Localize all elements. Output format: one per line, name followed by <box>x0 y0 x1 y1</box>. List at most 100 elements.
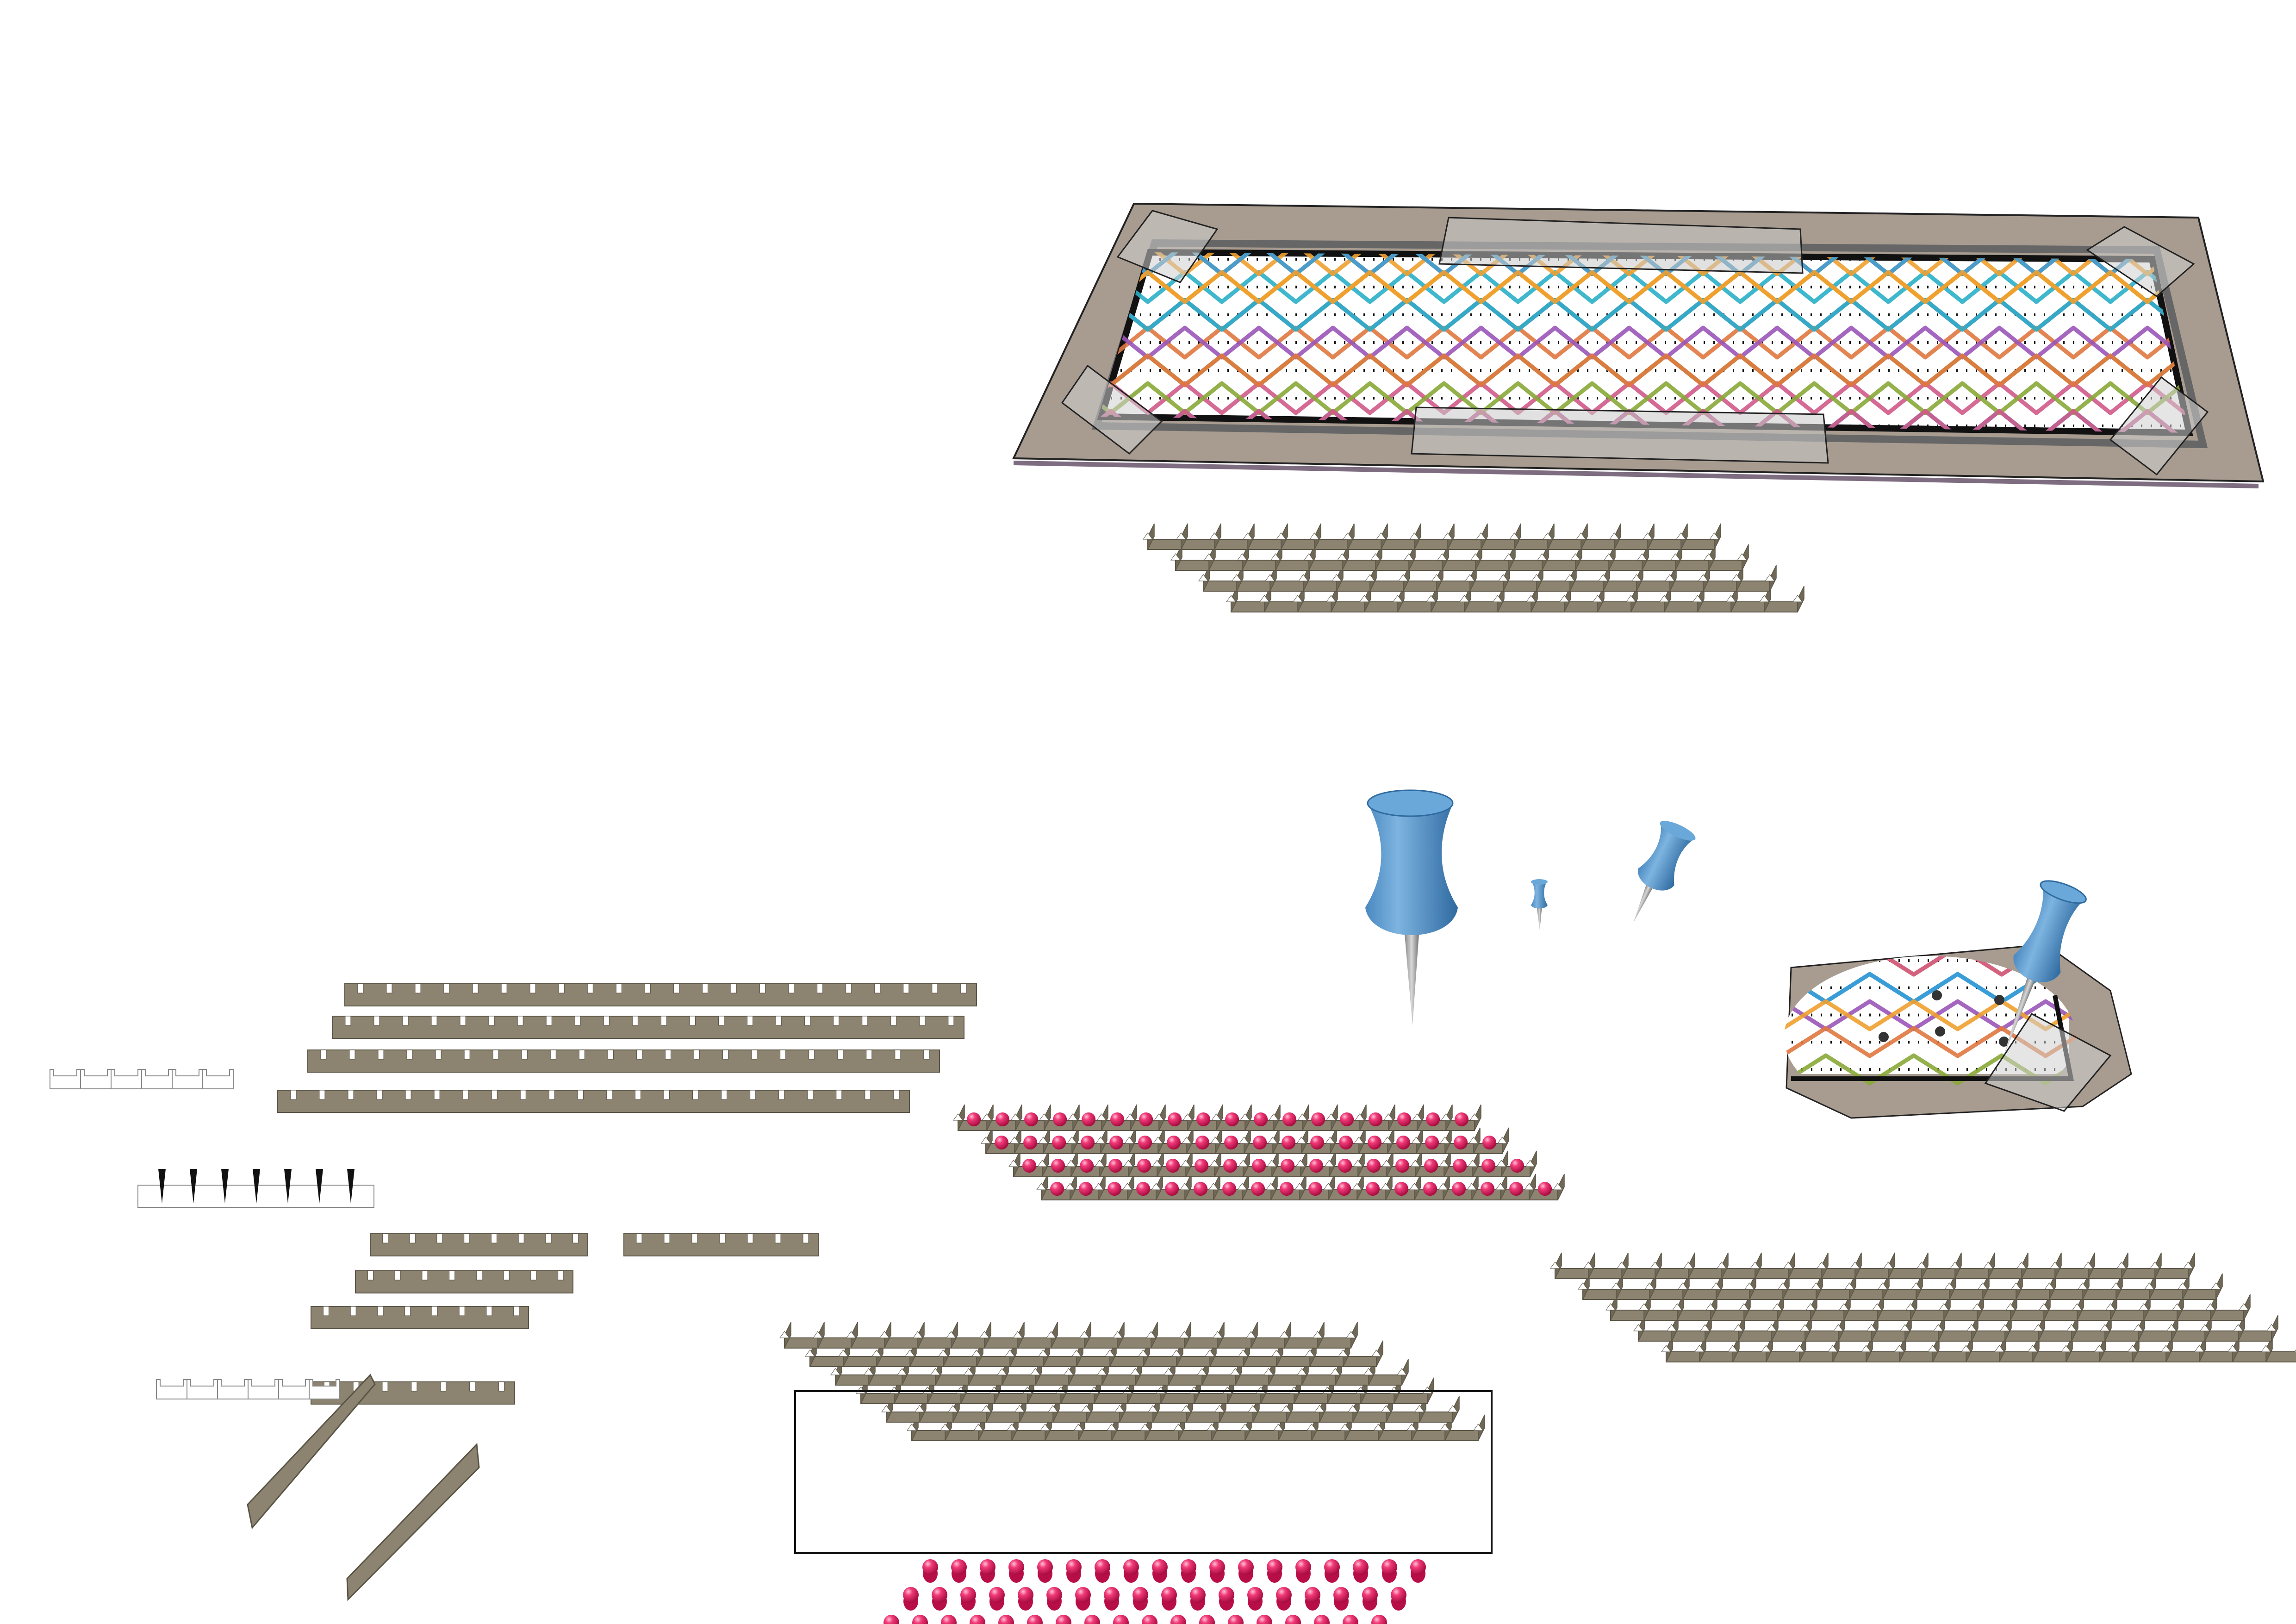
bead <box>1108 1182 1122 1196</box>
strip-notch <box>520 1090 526 1100</box>
strip-notch <box>1440 1137 1450 1144</box>
strip-notch <box>1095 1137 1106 1144</box>
strip-notch <box>919 1016 926 1026</box>
strip <box>1638 1330 2272 1342</box>
strip-notch <box>435 1049 442 1060</box>
strip-notch <box>1330 1368 1340 1375</box>
strip-notch <box>1872 1303 1882 1311</box>
pin-needle <box>2004 962 2042 1056</box>
strip-notch <box>1294 1183 1305 1190</box>
strip-notch <box>1036 1183 1046 1190</box>
bead <box>1075 1587 1091 1603</box>
strip-notch <box>422 1270 428 1280</box>
strip-notch <box>2200 1324 2210 1331</box>
strip-notch <box>1140 1424 1150 1431</box>
corner-clip <box>2109 376 2209 476</box>
strip-notch <box>1438 1183 1448 1190</box>
strip-notch <box>1065 1183 1075 1190</box>
bead <box>1095 1559 1110 1575</box>
strip-notch <box>1525 1160 1535 1167</box>
strip-notch <box>1878 1282 1888 1290</box>
cross-fin <box>917 1322 925 1349</box>
cross-fin <box>1401 1359 1409 1386</box>
corner-clip <box>2086 226 2195 297</box>
bead <box>1046 1587 1062 1603</box>
strip-notch <box>1576 532 1586 540</box>
strip-notch <box>486 1306 492 1316</box>
outline-template-top <box>50 1069 234 1089</box>
strip-notch <box>1323 1183 1333 1190</box>
cross-fin <box>1501 1150 1508 1177</box>
strip-notch <box>2133 1324 2143 1331</box>
strip-notch <box>476 1270 482 1280</box>
bead <box>884 1615 899 1624</box>
strip-notch <box>1496 1160 1506 1167</box>
strip-notch <box>548 1090 555 1100</box>
strip-notch <box>932 983 938 993</box>
strip-notch <box>1038 1349 1048 1357</box>
strip-notch <box>558 983 565 993</box>
strip-notch <box>436 1233 443 1243</box>
cross-fin <box>1359 1104 1367 1131</box>
template-cell <box>141 1069 173 1089</box>
strip-notch <box>607 1049 614 1060</box>
strip <box>1610 1310 2244 1321</box>
strip-notch <box>1526 595 1536 602</box>
strip-notch <box>1123 1160 1133 1167</box>
strip-notch <box>948 1405 958 1412</box>
strip-notch <box>460 1016 466 1026</box>
strip-notch <box>2111 1282 2121 1290</box>
strip-notch <box>415 983 421 993</box>
strip-notch <box>953 1113 963 1121</box>
push-pin-small <box>1531 879 1548 931</box>
pin-top <box>1531 879 1548 885</box>
pin-top <box>1367 789 1454 817</box>
strip-notch <box>1079 1331 1089 1338</box>
strip-notch <box>1498 574 1508 581</box>
strip-notch <box>431 1306 438 1316</box>
strip-notch <box>1170 553 1181 561</box>
bead <box>1310 1136 1325 1149</box>
strip-notch <box>846 983 852 993</box>
cross-fin <box>1580 523 1588 550</box>
strip-notch <box>1307 1424 1317 1431</box>
strip-notch <box>903 983 909 993</box>
template-cell <box>187 1379 218 1399</box>
strip <box>344 983 977 1006</box>
bead <box>1209 1559 1225 1575</box>
strip-notch <box>1994 1345 2004 1352</box>
cross-fin <box>1015 1104 1022 1131</box>
strip-notch <box>349 1049 355 1060</box>
strip-notch <box>2239 1303 2249 1311</box>
strip-notch <box>1643 532 1653 540</box>
bead <box>1238 1559 1254 1575</box>
strip <box>311 1306 529 1329</box>
strip-notch <box>1125 1113 1135 1121</box>
strip-notch <box>1214 1405 1225 1412</box>
bead <box>1425 1136 1439 1149</box>
bead <box>1395 1159 1410 1173</box>
strip-notch <box>837 1049 844 1060</box>
strip-notch <box>1578 1282 1588 1290</box>
strip-notch <box>979 1331 989 1338</box>
cross-fin <box>1821 1252 1829 1279</box>
strip-notch <box>2205 1303 2215 1311</box>
strip <box>332 1016 964 1039</box>
bead <box>1367 1159 1381 1173</box>
strip-notch <box>838 1349 848 1357</box>
strip-notch <box>750 1090 756 1100</box>
strip-notch <box>893 1090 900 1100</box>
bead <box>1368 1136 1382 1149</box>
bead <box>1228 1615 1244 1624</box>
strip-notch <box>2150 1262 2160 1269</box>
bead <box>1538 1182 1552 1196</box>
bead <box>1113 1615 1129 1624</box>
cross-fin <box>2243 1294 2251 1321</box>
strip <box>1582 1289 2216 1300</box>
cross-fin <box>1044 1104 1051 1131</box>
bead <box>1053 1112 1067 1126</box>
diagonal-strip <box>247 1374 376 1530</box>
strip-notch <box>864 1368 874 1375</box>
strip-notch <box>1593 595 1603 602</box>
